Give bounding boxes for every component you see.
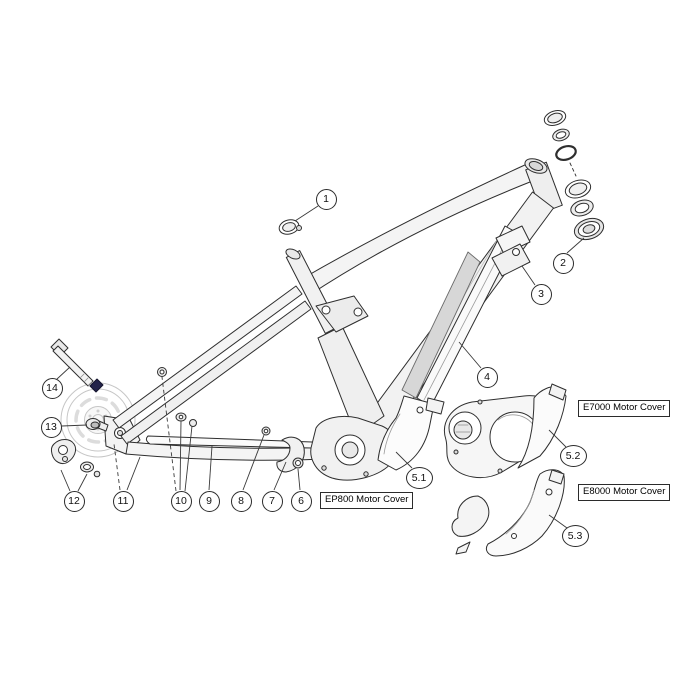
axle-nut: [89, 378, 104, 393]
callout-5.3: 5.3: [561, 525, 589, 547]
callout-1: 1: [315, 188, 337, 210]
callout-14: 14: [41, 377, 63, 399]
axle-insert: [85, 418, 109, 432]
derailleur-hanger: [50, 439, 101, 478]
e7000-motor-unit: [444, 383, 567, 479]
battery-latch: [491, 225, 531, 277]
callout-9: 9: [198, 490, 220, 512]
headset-parts-stack: [543, 110, 605, 241]
seat-stays: [112, 285, 312, 445]
part-label-e8000-motor-cover: E8000 Motor Cover: [578, 484, 671, 501]
callout-13: 13: [40, 416, 62, 438]
callout-12: 12: [63, 490, 85, 512]
callout-11: 11: [112, 490, 134, 512]
callout-10: 10: [170, 490, 192, 512]
callout-3: 3: [530, 283, 552, 305]
callout-2: 2: [552, 252, 574, 274]
callout-8: 8: [230, 490, 252, 512]
battery: [401, 251, 481, 399]
callout-6: 6: [290, 490, 312, 512]
callout-7: 7: [261, 490, 283, 512]
callout-4: 4: [476, 366, 498, 388]
seat-tube-top: [285, 248, 301, 260]
ep800-motor-cover-part: [377, 395, 445, 471]
thru-axle: [50, 338, 104, 393]
callout-5.2: 5.2: [559, 445, 587, 467]
seat-clamp: [278, 219, 302, 235]
part-label-ep800-motor-cover: EP800 Motor Cover: [320, 492, 414, 509]
e8000-motor-cover-part: [451, 469, 565, 557]
part-label-e7000-motor-cover: E7000 Motor Cover: [578, 400, 671, 417]
rocker-link: [315, 295, 369, 333]
callout-5.1: 5.1: [405, 467, 433, 489]
